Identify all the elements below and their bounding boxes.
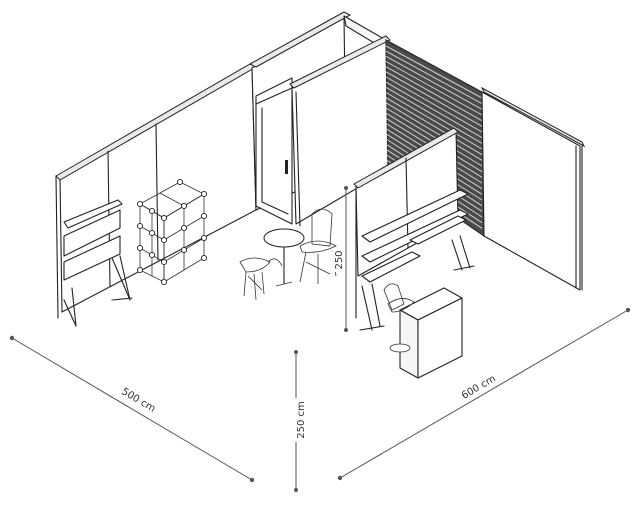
slat-line <box>385 55 483 110</box>
chair-left <box>239 257 283 301</box>
depth-dimension <box>337 307 631 481</box>
round-table <box>263 228 305 287</box>
wall-height-label-group: 250 <box>332 248 345 272</box>
cube-connector <box>176 178 184 186</box>
slat-line <box>385 50 483 105</box>
cube-connector <box>136 266 144 274</box>
cube-connector <box>160 236 168 244</box>
door-handle <box>285 160 288 174</box>
height-label-group: 250 cm <box>294 398 307 442</box>
slat-line <box>385 71 483 127</box>
wall-height-dimension <box>344 186 348 332</box>
slat-line <box>385 61 483 116</box>
wall-height-label: 250 <box>334 250 345 269</box>
cube-connector <box>200 234 208 242</box>
cube-shelf <box>136 178 208 286</box>
cube-connector <box>200 190 208 198</box>
slat-line <box>385 92 483 150</box>
slat-line <box>385 81 483 139</box>
cube-connector <box>136 244 144 252</box>
right-shelving-partition <box>353 127 475 331</box>
width-label-group: 500 cm <box>117 382 162 416</box>
cube-connector <box>180 202 188 210</box>
cube-connector <box>148 229 156 237</box>
cube-connector <box>160 214 168 222</box>
slat-line <box>385 102 483 161</box>
right-wall <box>480 86 586 291</box>
slat-line <box>385 107 483 167</box>
slat-line <box>385 66 483 122</box>
bar-stool <box>383 283 415 353</box>
cube-connector <box>148 251 156 259</box>
chair-right <box>299 208 337 284</box>
slat-line <box>385 76 483 133</box>
cube-connector <box>180 246 188 254</box>
slat-line <box>385 45 483 99</box>
cube-connector <box>136 200 144 208</box>
cube-connector <box>200 212 208 220</box>
cube-connector <box>148 207 156 215</box>
cube-connector <box>180 224 188 232</box>
cube-connector <box>136 222 144 230</box>
left-shelving-unit <box>63 199 133 327</box>
left-back-wall <box>55 63 258 319</box>
height-label: 250 cm <box>296 401 307 439</box>
depth-label-group: 600 cm <box>455 369 501 403</box>
cube-connector <box>200 254 208 262</box>
cube-connector <box>160 278 168 286</box>
reception-counter <box>399 287 463 379</box>
width-dimension <box>9 335 255 483</box>
slat-line <box>385 86 483 144</box>
slat-line <box>385 97 483 156</box>
storage-door <box>255 77 293 225</box>
cube-connector <box>160 258 168 266</box>
